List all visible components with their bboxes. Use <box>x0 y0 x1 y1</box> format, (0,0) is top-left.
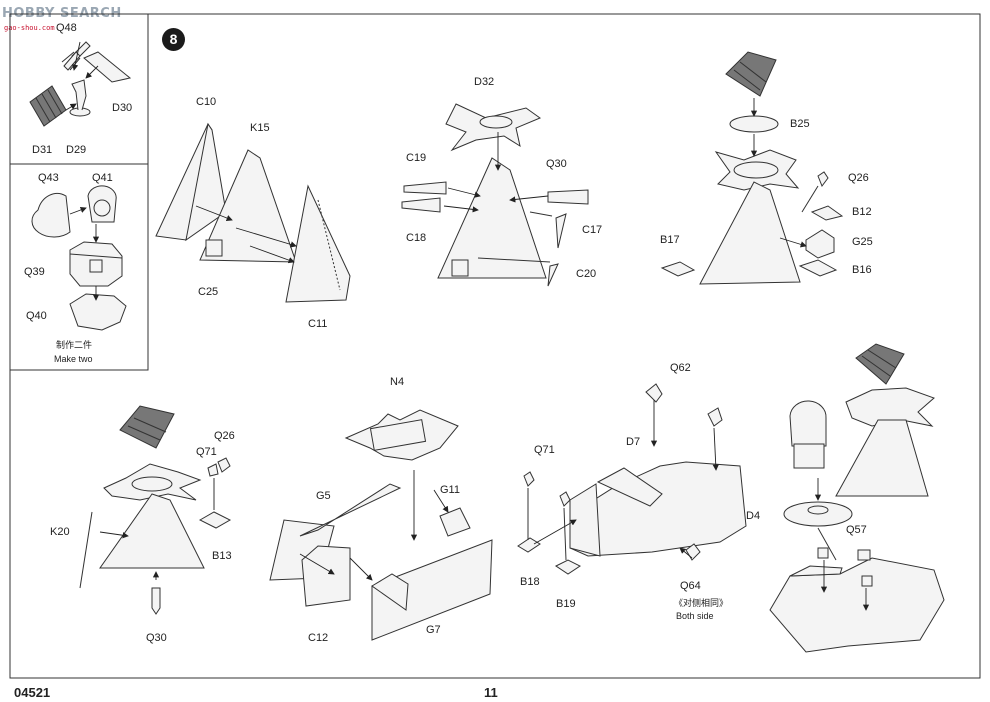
watermark-url: gao-shou.com <box>4 24 55 32</box>
part-label-c20: C20 <box>576 268 597 280</box>
part-label-q71-left: Q71 <box>196 446 217 458</box>
part-label-d30: D30 <box>112 102 133 114</box>
part-label-g11: G11 <box>440 484 460 496</box>
step-number-badge: 8 <box>162 28 185 51</box>
part-label-b12: B12 <box>852 206 872 218</box>
inset-box <box>9 13 149 371</box>
pyramid-k20-assembly <box>79 405 232 615</box>
part-label-b18: B18 <box>520 576 540 588</box>
part-label-d4: D4 <box>746 510 761 522</box>
part-label-q30-bottom: Q30 <box>146 632 167 644</box>
part-label-q40: Q40 <box>26 310 47 322</box>
part-label-d7: D7 <box>626 436 641 448</box>
part-label-q57: Q57 <box>846 524 867 536</box>
page-number: 11 <box>484 685 498 700</box>
part-label-g5: G5 <box>316 490 331 502</box>
radar-dome-subassembly <box>31 185 127 331</box>
part-label-c19: C19 <box>406 152 427 164</box>
pyramid-b25-assembly <box>660 51 844 285</box>
make-two-note-en: Make two <box>54 354 93 364</box>
part-label-q26-top: Q26 <box>848 172 869 184</box>
part-label-q30-top: Q30 <box>546 158 567 170</box>
part-label-q64: Q64 <box>680 580 701 592</box>
part-label-q62: Q62 <box>670 362 691 374</box>
part-label-b17: B17 <box>660 234 680 246</box>
part-label-c11: C11 <box>308 318 328 330</box>
final-tower-assembly <box>769 343 945 653</box>
part-label-q48: Q48 <box>56 22 77 34</box>
kit-number: 04521 <box>14 685 51 700</box>
pyramid-d32-assembly <box>401 103 589 287</box>
part-label-c10: C10 <box>196 96 217 108</box>
part-label-k20: K20 <box>50 526 70 538</box>
base-housing-assembly <box>517 383 747 575</box>
part-label-d31: D31 <box>32 144 53 156</box>
part-label-d32: D32 <box>474 76 495 88</box>
part-label-n4: N4 <box>390 376 405 388</box>
part-label-c17: C17 <box>582 224 603 236</box>
part-label-g7: G7 <box>426 624 441 636</box>
part-label-b25: B25 <box>790 118 810 130</box>
part-label-k15: K15 <box>250 122 270 134</box>
part-label-b16: B16 <box>852 264 872 276</box>
part-label-c25: C25 <box>198 286 219 298</box>
part-label-q43: Q43 <box>38 172 59 184</box>
part-label-b19: B19 <box>556 598 576 610</box>
part-label-b13: B13 <box>212 550 232 562</box>
part-label-q71-right: Q71 <box>534 444 555 456</box>
part-label-g25: G25 <box>852 236 873 248</box>
both-side-note-cn: 《对侧相同》 <box>674 598 729 608</box>
make-two-note-cn: 制作二件 <box>56 340 93 350</box>
base-frame-assembly <box>269 409 493 641</box>
part-label-q41: Q41 <box>92 172 113 184</box>
part-label-q39: Q39 <box>24 266 45 278</box>
part-label-q26-bottom: Q26 <box>214 430 235 442</box>
pyramid-walls-assembly <box>155 122 351 303</box>
part-label-c12: C12 <box>308 632 329 644</box>
solar-panel-subassembly <box>29 41 132 127</box>
part-label-d29: D29 <box>66 144 87 156</box>
both-side-note-en: Both side <box>676 611 714 621</box>
part-label-c18: C18 <box>406 232 427 244</box>
